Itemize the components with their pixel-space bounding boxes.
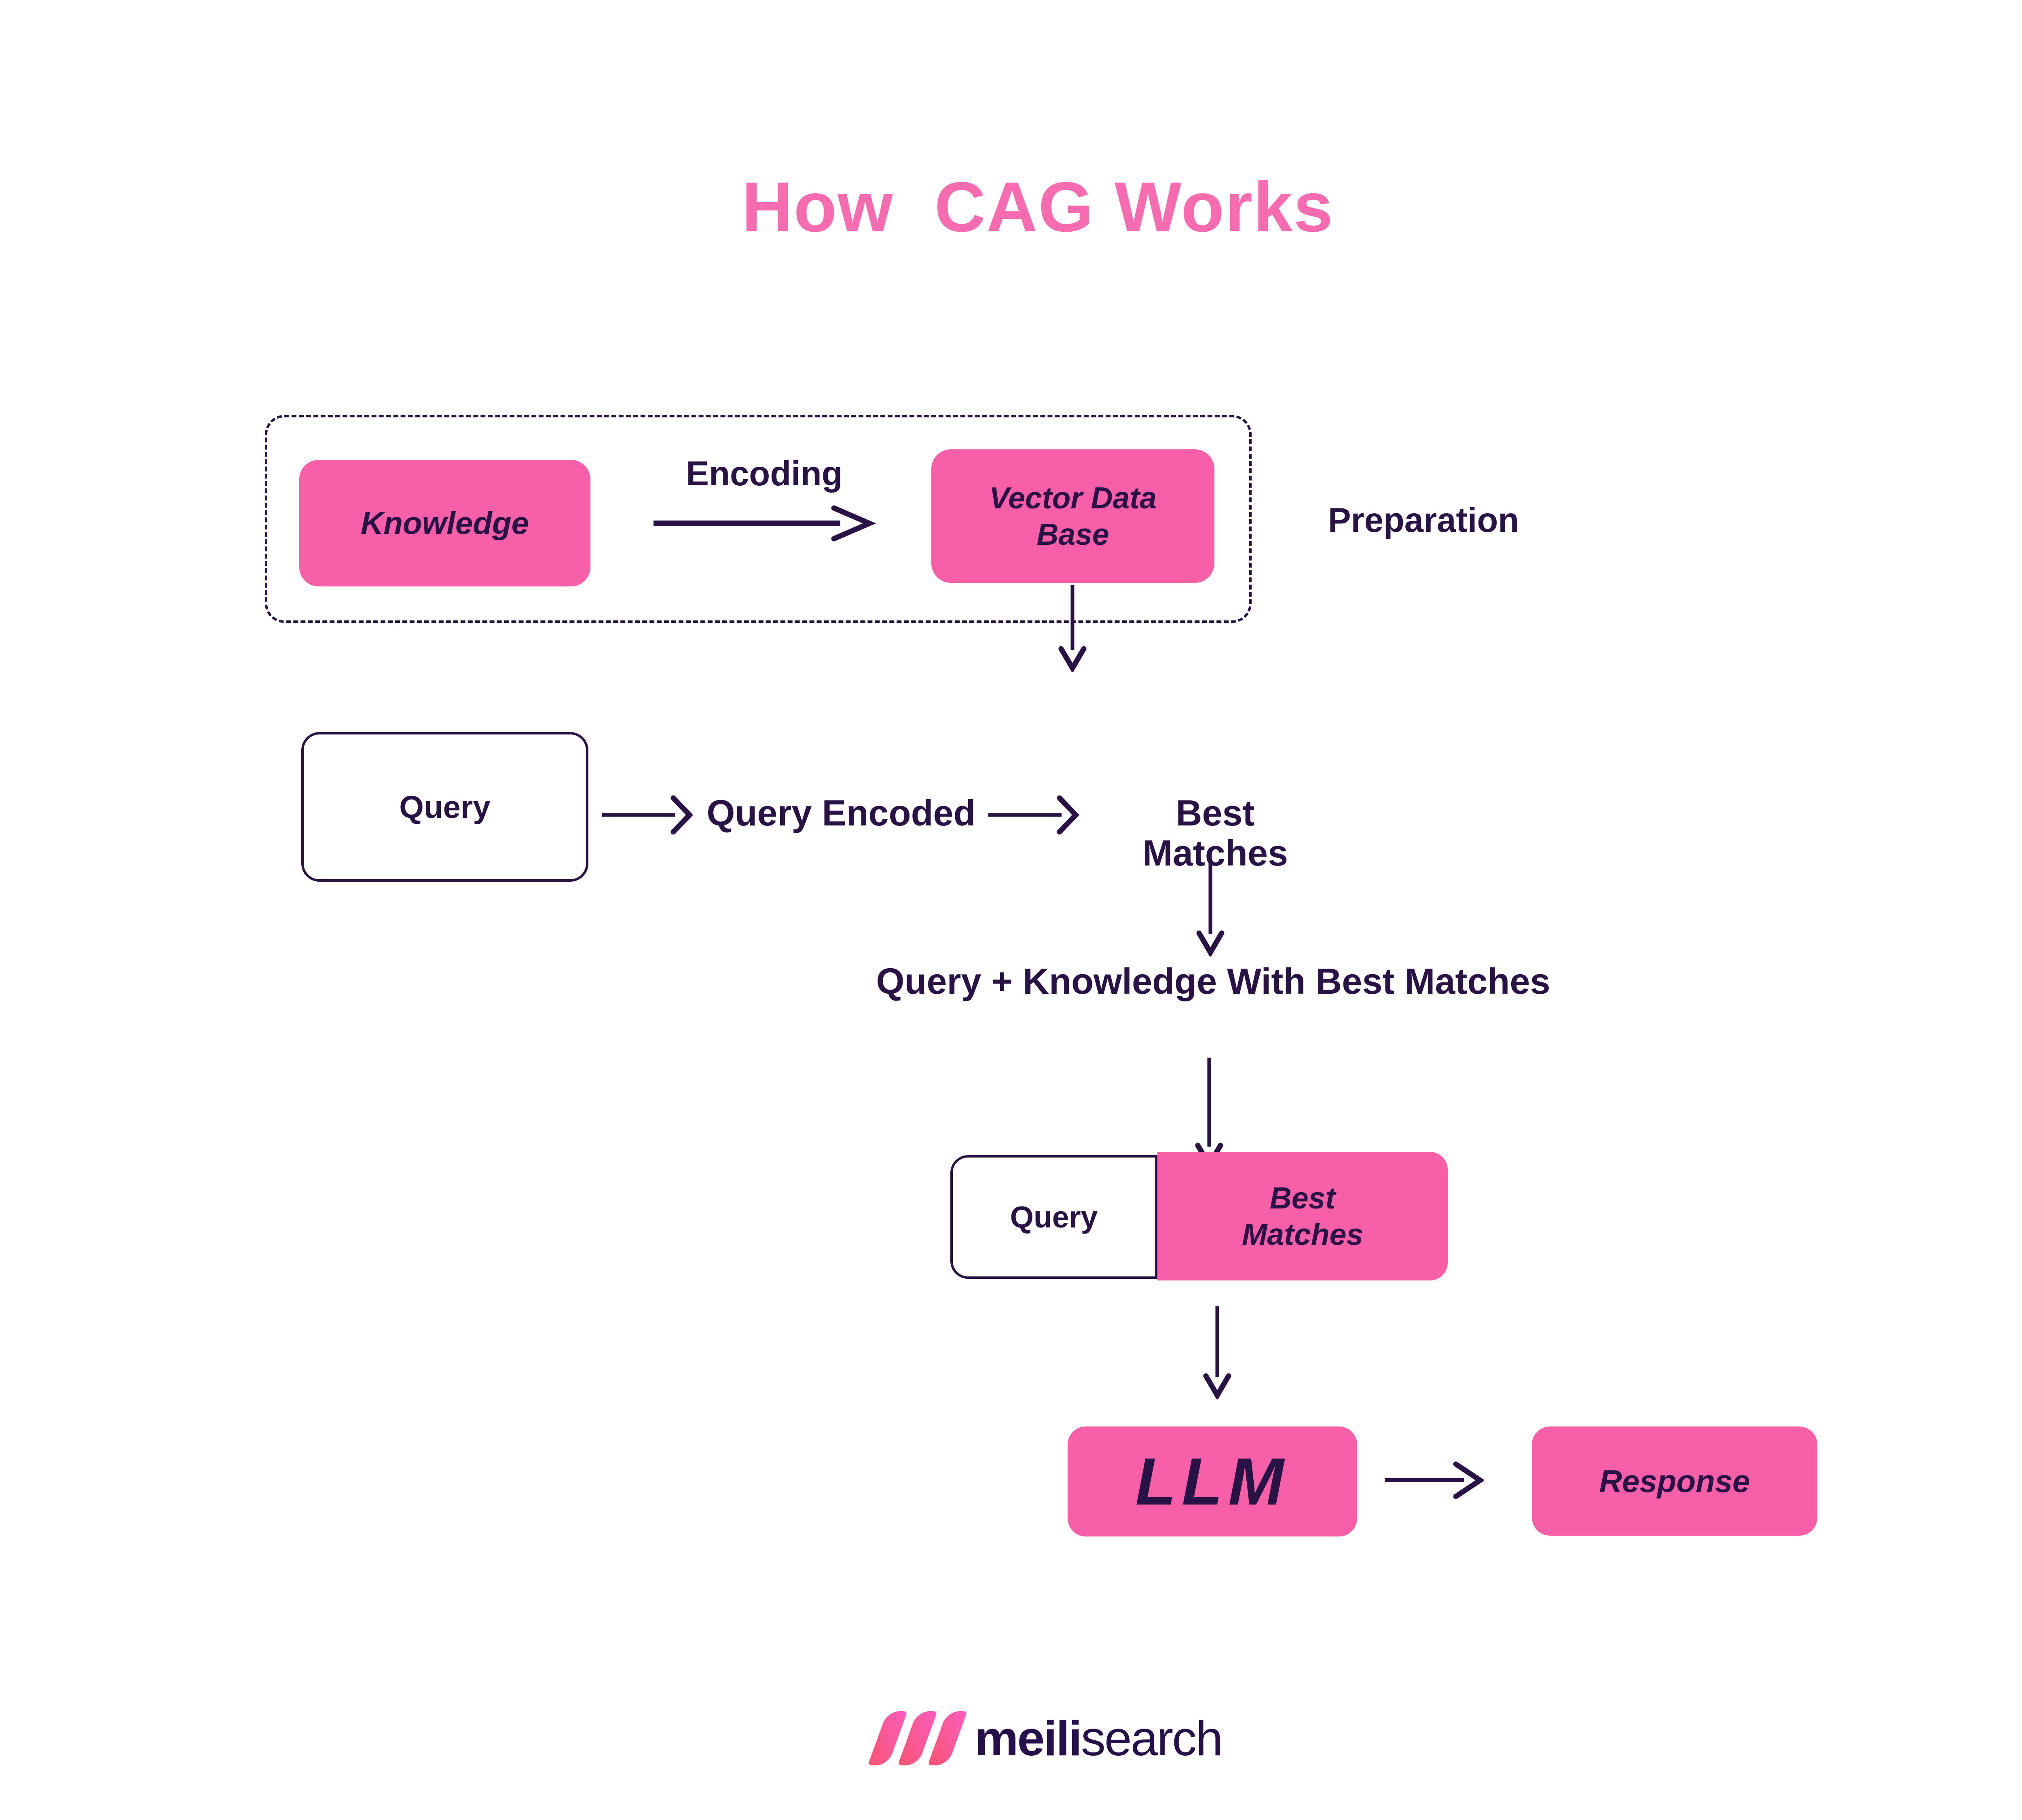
llm-box: LLM xyxy=(1068,1426,1357,1536)
combined-query-label: Query xyxy=(1010,1200,1098,1234)
query-box: Query xyxy=(301,732,588,882)
meilisearch-logo: meilisearch xyxy=(867,1710,1223,1767)
arrow-down-icon xyxy=(1203,1306,1231,1399)
meilisearch-logo-mark xyxy=(867,1711,968,1765)
arrow-right-icon xyxy=(988,795,1079,835)
vector-database-box: Vector Data Base xyxy=(931,449,1214,583)
preparation-group-frame xyxy=(265,415,1252,623)
meilisearch-wordmark: meilisearch xyxy=(975,1711,1223,1766)
encoding-label: Encoding xyxy=(686,455,843,493)
query-encoded-label: Query Encoded xyxy=(706,793,976,834)
page-title: How CAG Works xyxy=(742,168,1334,247)
wordmark-bold: meili xyxy=(975,1711,1082,1766)
combined-best-matches-box: Best Matches xyxy=(1157,1152,1448,1280)
arrow-right-icon xyxy=(1385,1461,1484,1499)
combined-best-matches-label: Best Matches xyxy=(1242,1181,1364,1251)
combined-query-box: Query xyxy=(950,1155,1157,1279)
response-box: Response xyxy=(1532,1426,1817,1536)
best-matches-label: Best Matches xyxy=(1142,793,1288,874)
arrow-down-icon xyxy=(1058,585,1087,672)
combined-flow-label: Query + Knowledge With Best Matches xyxy=(876,961,1550,1002)
llm-label: LLM xyxy=(1135,1444,1290,1519)
response-label: Response xyxy=(1599,1463,1750,1499)
wordmark-light: search xyxy=(1081,1711,1223,1766)
preparation-label: Preparation xyxy=(1328,501,1519,540)
query-label: Query xyxy=(399,789,491,825)
knowledge-label: Knowledge xyxy=(360,505,529,541)
arrow-right-icon xyxy=(602,795,693,835)
arrow-right-icon xyxy=(654,505,876,542)
vector-database-label: Vector Data Base xyxy=(989,481,1157,551)
knowledge-box: Knowledge xyxy=(299,460,590,586)
arrow-down-icon xyxy=(1196,861,1225,957)
